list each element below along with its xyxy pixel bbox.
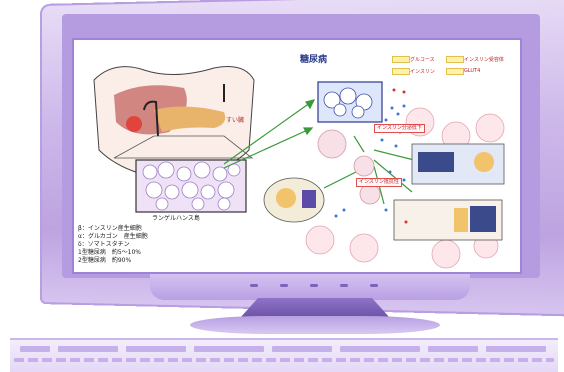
- monitor-stand-base: [190, 316, 440, 334]
- note-item: β：インスリン産生細胞: [78, 226, 142, 232]
- keyboard-key: [340, 346, 420, 352]
- legend-glucose: グルコース: [410, 56, 435, 63]
- monitor-button[interactable]: [310, 284, 318, 287]
- tag-insulin-deficiency: インスリン分泌低下: [374, 124, 425, 133]
- legend-glut4-chip: [446, 68, 464, 75]
- monitor-stand-neck: [240, 298, 390, 318]
- keyboard-key: [428, 346, 478, 352]
- keyboard-key: [194, 346, 264, 352]
- legend-glut4: GLUT4: [464, 68, 480, 74]
- keyboard-key: [272, 346, 332, 352]
- fat-cell-box: [264, 178, 324, 222]
- keyboard: [10, 338, 558, 372]
- tag-insulin-resistance: インスリン抵抗性: [356, 178, 402, 187]
- organ-label: すい臓: [226, 118, 244, 124]
- power-button[interactable]: [370, 284, 378, 287]
- monitor-button[interactable]: [250, 284, 258, 287]
- legend-receptor: インスリン受容体: [464, 56, 504, 63]
- legend-insulin-chip: [392, 68, 410, 75]
- note-item: 2型糖尿病 約90%: [78, 258, 131, 264]
- keyboard-key: [20, 346, 50, 352]
- keyboard-key: [58, 346, 118, 352]
- legend-glucose-chip: [392, 56, 410, 63]
- note-item: 1型糖尿病 約5〜10%: [78, 250, 141, 256]
- beta-cell-box: [318, 82, 382, 122]
- monitor-screen: 糖尿病 グルコース インスリン インスリン受容体 GLUT4 すい臓 ランゲルハ…: [74, 40, 520, 272]
- monitor-button[interactable]: [280, 284, 288, 287]
- liver-cell-box: [394, 200, 502, 240]
- legend-insulin: インスリン: [410, 68, 435, 75]
- islet-label: ランゲルハンス島: [152, 216, 200, 222]
- keyboard-key: [486, 346, 546, 352]
- monitor-chin: [150, 274, 470, 300]
- note-item: δ：ソマトスタチン: [78, 242, 130, 248]
- muscle-cell-box: [412, 144, 504, 184]
- keyboard-key-row: [14, 358, 554, 362]
- keyboard-key: [126, 346, 186, 352]
- monitor-button[interactable]: [340, 284, 348, 287]
- diagram-title: 糖尿病: [300, 52, 327, 65]
- note-item: α：グルカゴン 産生細胞: [78, 234, 148, 240]
- legend-receptor-chip: [446, 56, 464, 63]
